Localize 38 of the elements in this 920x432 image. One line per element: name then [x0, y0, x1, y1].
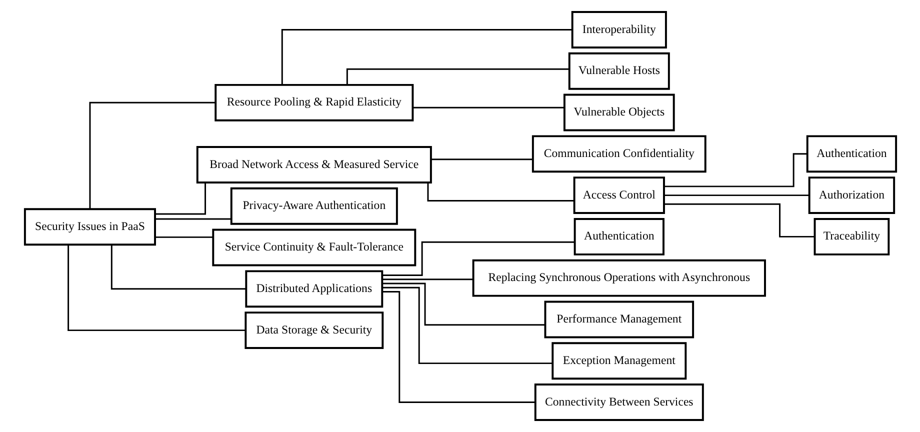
node-box: Privacy-Aware Authentication: [230, 187, 398, 225]
connector: [382, 282, 545, 326]
connector: [382, 278, 473, 280]
connector: [110, 244, 246, 290]
node-box: Authentication: [573, 218, 664, 256]
node-box: Distributed Applications: [244, 270, 383, 308]
connector: [412, 106, 564, 108]
node-box: Traceability: [813, 218, 890, 256]
connector: [88, 102, 215, 210]
connector: [67, 244, 245, 332]
node-box: Connectivity Between Services: [534, 384, 704, 421]
node-box: Replacing Synchronous Operations with Asynchronous: [472, 259, 766, 297]
node-box: Authentication: [806, 135, 897, 173]
connector: [664, 203, 814, 238]
node-box: Vulnerable Hosts: [568, 52, 670, 90]
node-box: Resource Pooling & Rapid Elasticity: [214, 84, 414, 122]
connector: [346, 68, 569, 85]
connector: [382, 290, 535, 403]
connector: [382, 241, 574, 276]
node-box: Communication Confidentiality: [531, 135, 706, 173]
node-box: Vulnerable Objects: [562, 94, 674, 132]
node-box: Access Control: [572, 176, 664, 214]
node-box: Interoperability: [570, 11, 666, 48]
node-box: Exception Management: [551, 342, 686, 380]
connector: [430, 158, 532, 160]
node-box: Data Storage & Security: [244, 312, 384, 350]
node-box: Authorization: [808, 176, 895, 214]
connector: [664, 194, 808, 196]
connector: [426, 182, 574, 202]
connector: [154, 236, 212, 238]
connector: [154, 182, 206, 215]
node-box: Security Issues in PaaS: [23, 208, 156, 246]
connector: [280, 29, 572, 85]
node-box: Service Continuity & Fault-Tolerance: [212, 228, 416, 266]
connector: [154, 218, 231, 220]
node-box: Broad Network Access & Measured Service: [196, 146, 432, 184]
connector: [382, 286, 552, 364]
node-box: Performance Management: [544, 300, 694, 338]
